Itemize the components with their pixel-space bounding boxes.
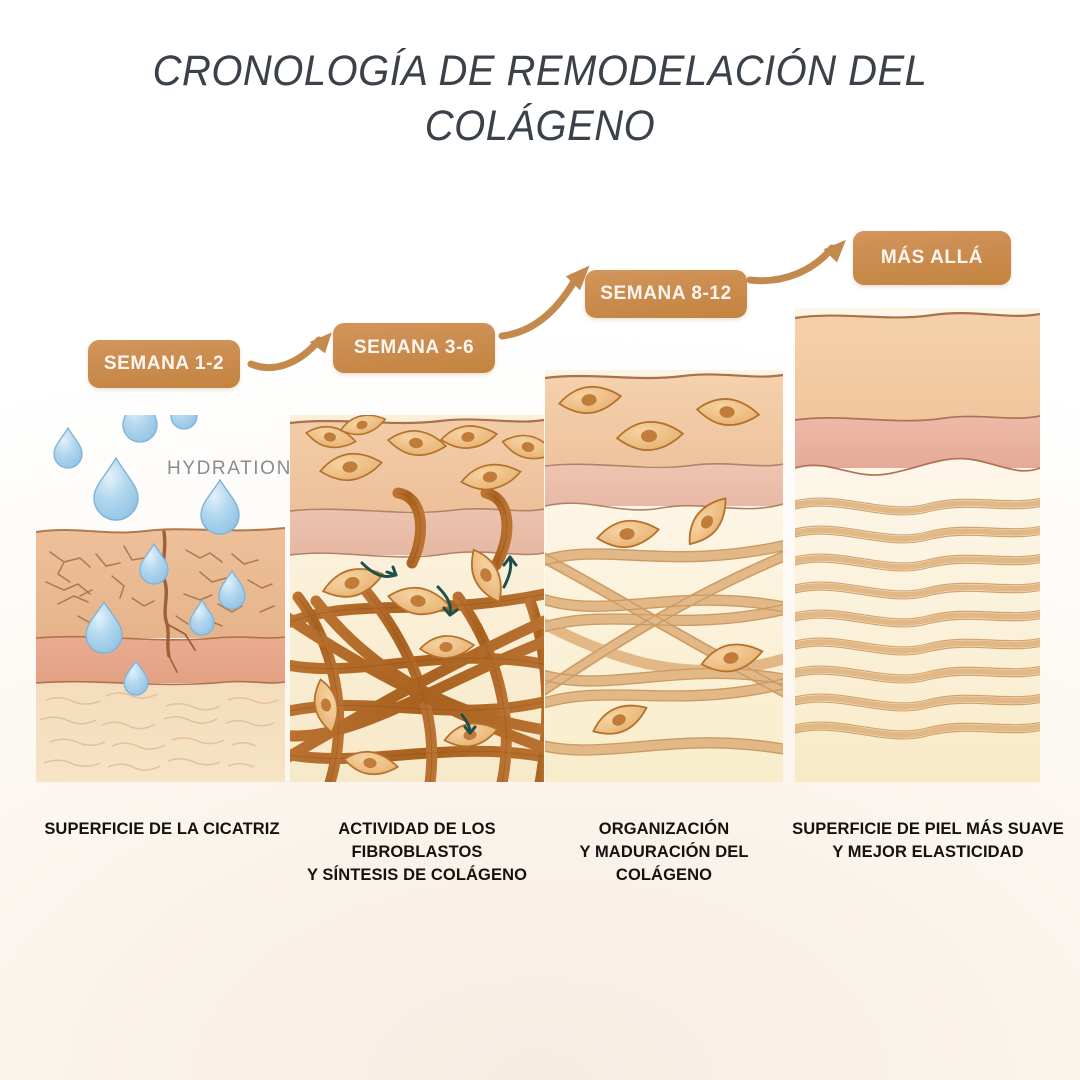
- panel-fibroblast-activity: [290, 415, 544, 782]
- hydration-label: HYDRATION: [167, 458, 292, 479]
- fibroblast-cells: [557, 385, 764, 735]
- badge-semana-1-2[interactable]: SEMANA 1-2: [88, 340, 240, 388]
- arrow-stage-1-to-2: [247, 332, 332, 371]
- badge-label: SEMANA 3-6: [353, 337, 475, 358]
- collagen-maturation-illustration: [545, 370, 783, 782]
- fibroblast-activity-illustration: [290, 415, 544, 782]
- water-droplets: [85, 520, 246, 696]
- migration-arrows: [360, 555, 518, 735]
- smoother-skin-illustration: [795, 308, 1040, 782]
- page-title: CRONOLOGÍA DE REMODELACIÓN DEL COLÁGENO: [152, 47, 928, 151]
- scar-surface-illustration: [36, 520, 285, 782]
- badge-label: SEMANA 1-2: [103, 353, 225, 374]
- badge-semana-3-6[interactable]: SEMANA 3-6: [333, 323, 495, 373]
- badge-mas-alla[interactable]: MÁS ALLÁ: [853, 231, 1011, 285]
- badge-semana-8-12[interactable]: SEMANA 8-12: [585, 270, 747, 318]
- badge-label: MÁS ALLÁ: [880, 247, 984, 268]
- floating-droplets: [53, 415, 240, 535]
- parallel-collagen-fibres: [795, 497, 1040, 740]
- fibroblast-cells: [305, 415, 544, 776]
- arrow-stage-3-to-4: [746, 239, 846, 285]
- panel-smoother-skin: [795, 308, 1040, 782]
- panel-collagen-maturation: [545, 370, 783, 782]
- caption-smoother-skin: SUPERFICIE DE PIEL MÁS SUAVE Y MEJOR ELA…: [792, 820, 1064, 861]
- badge-label: SEMANA 8-12: [600, 283, 732, 304]
- caption-fibroblast-activity: ACTIVIDAD DE LOS FIBROBLASTOS Y SÍNTESIS…: [306, 820, 528, 884]
- panel-scar-surface: [36, 520, 285, 782]
- collagen-bundles: [545, 540, 783, 756]
- caption-scar-surface: SUPERFICIE DE LA CICATRIZ: [44, 820, 280, 838]
- arrow-stage-2-to-3: [498, 265, 590, 340]
- caption-collagen-maturation: ORGANIZACIÓN Y MADURACIÓN DEL COLÁGENO: [579, 820, 749, 884]
